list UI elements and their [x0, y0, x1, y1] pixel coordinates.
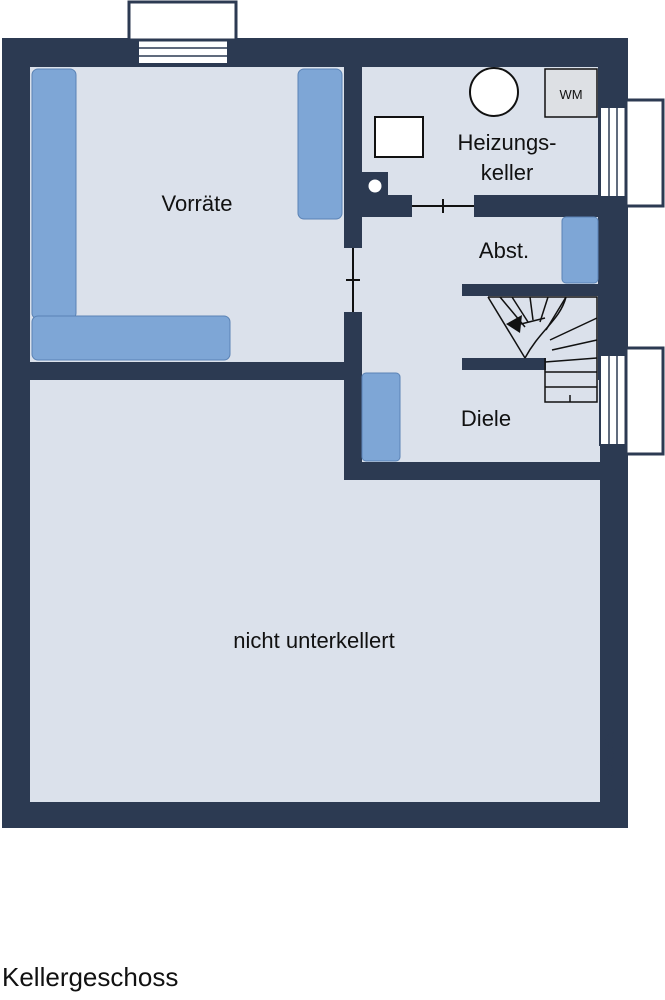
window-light-well-heizung	[624, 98, 665, 208]
shelf-abst	[561, 216, 599, 284]
stair-direction-arrow	[506, 315, 522, 333]
brand-name: onOffice	[602, 724, 617, 777]
floor-caption: Kellergeschoss	[2, 962, 179, 992]
boiler-icon	[469, 67, 519, 117]
window-light-well-diele	[624, 346, 665, 456]
brand-logo: [ ] onOffice SOFTWARE	[602, 724, 623, 797]
window-top	[137, 39, 229, 65]
window-heizung	[599, 106, 627, 198]
window-diele	[599, 354, 627, 446]
shelf-bottom	[31, 315, 231, 361]
svg-text:[ ]: [ ]	[606, 787, 617, 796]
room-label-abst: Abst.	[479, 238, 529, 263]
room-label-diele: Diele	[461, 406, 511, 431]
room-label-heizung-line2: keller	[481, 160, 534, 185]
window-light-well-top	[127, 0, 238, 42]
washing-machine-label: WM	[559, 87, 582, 102]
room-floor-nicht-unterkellert	[30, 380, 600, 802]
stair-wall-top	[462, 284, 600, 296]
room-label-vorraete: Vorräte	[162, 191, 233, 216]
wall-patch	[344, 362, 362, 480]
shelf-diele	[361, 372, 401, 462]
stair-wall-bottom	[462, 358, 546, 370]
brand-tagline: SOFTWARE	[618, 733, 623, 756]
shelf-left	[31, 68, 77, 320]
washing-machine-icon	[544, 68, 598, 118]
shelf-right	[297, 68, 343, 220]
room-label-heizung-line1: Heizungs-	[457, 130, 556, 155]
wall-patch-2	[344, 462, 600, 480]
drain-icon	[367, 178, 383, 194]
room-label-nicht-unterkellert: nicht unterkellert	[233, 628, 394, 653]
room-floor-vorraete	[30, 67, 344, 362]
tank-icon	[374, 116, 424, 158]
staircase	[487, 296, 598, 403]
wall-corner-heizung	[362, 195, 412, 217]
